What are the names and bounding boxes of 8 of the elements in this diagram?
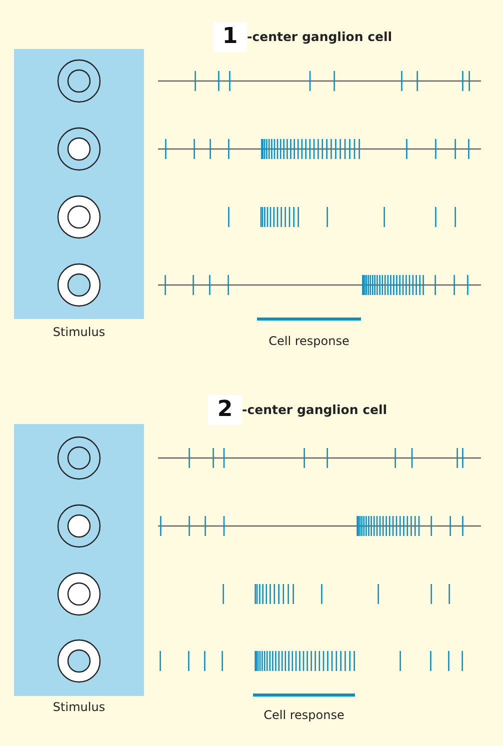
- panel-number: 2: [208, 395, 242, 425]
- panel-title: -center ganglion cell: [247, 29, 392, 44]
- axis-label: Stimulus: [52, 700, 106, 714]
- axis-label: Cell response: [264, 708, 344, 722]
- panel-number: 1: [213, 22, 247, 52]
- panel-title: -center ganglion cell: [242, 402, 388, 417]
- axis-label: Stimulus: [52, 325, 106, 339]
- axis-label: Cell response: [268, 334, 350, 348]
